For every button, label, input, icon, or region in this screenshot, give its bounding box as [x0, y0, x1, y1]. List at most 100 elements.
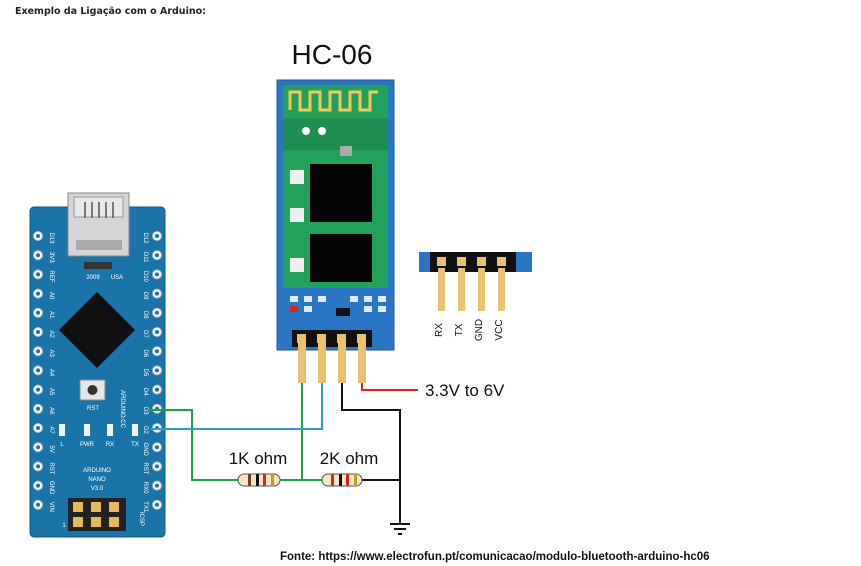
right-pin-label: RX0 [142, 482, 148, 494]
right-pin-label: D7 [142, 330, 148, 338]
left-pin-label: RST [48, 462, 54, 474]
left-pin-label: REF [48, 270, 54, 282]
right-pin-label: D10 [142, 271, 148, 283]
right-pin-hole-center [155, 234, 159, 238]
wire-red-vcc [361, 383, 418, 391]
pin-label-vcc: VCC [494, 319, 505, 340]
left-pin-hole-center [36, 483, 40, 488]
right-pin-hole-center [155, 310, 159, 315]
right-pin-hole-center [155, 464, 159, 469]
power-label: 3.3V to 6V [425, 381, 505, 400]
resistor-1k [237, 473, 281, 487]
right-pin-label: D2 [142, 426, 148, 434]
right-pin-hole-center [155, 387, 159, 392]
resistor-2k [321, 473, 363, 487]
module-header [292, 330, 372, 383]
caption: Exemplo da Ligação com o Arduino: [15, 6, 206, 17]
right-pin-hole-center [155, 502, 159, 507]
usb-label: USA [111, 275, 123, 281]
left-pin-label: A1 [48, 311, 54, 319]
wire-black-gnd [341, 383, 401, 524]
right-pin-hole-center [155, 291, 159, 296]
wire-green-d3 [150, 409, 238, 481]
left-pin-label: A3 [48, 350, 54, 358]
left-pin-label: A0 [48, 292, 54, 300]
right-pin-label: TX1 [142, 501, 148, 513]
onboard-leds [59, 424, 138, 436]
board-name-3: V3.0 [91, 486, 104, 492]
right-pin-label: D9 [142, 292, 148, 300]
icsp-label: ICSP [138, 512, 144, 526]
flash-chip [310, 234, 372, 282]
right-pin-label: D5 [142, 369, 148, 377]
right-pin-hole-center [155, 330, 159, 334]
right-pin-hole-center [155, 253, 159, 258]
left-pin-label: A4 [48, 369, 54, 377]
arduino-nano-board: 2009 USA RST ARDUINO.CC ARDUINO NANO V3.… [29, 192, 166, 538]
left-pin-hole-center [36, 330, 40, 334]
microcontroller-chip [59, 292, 135, 368]
left-pin-hole-center [36, 445, 40, 450]
led-l-label: L [60, 442, 64, 448]
left-pin-label: D13 [48, 232, 54, 244]
right-pin-label: D11 [142, 252, 148, 263]
left-pin-hole-center [36, 426, 40, 430]
led-pwr-label: PWR [80, 442, 95, 448]
left-pin-hole-center [36, 349, 40, 354]
right-pin-label: D8 [142, 311, 148, 319]
right-pin-label: D6 [142, 349, 148, 357]
year-label: 2009 [86, 275, 100, 281]
left-pin-hole-center [36, 464, 40, 469]
wire-cyan-d2 [150, 383, 323, 430]
left-pin-label: 3V3 [48, 252, 54, 263]
led-tx-label: TX [131, 442, 139, 448]
pin-label-rx: RX [434, 323, 445, 337]
left-pin-label: A6 [48, 407, 54, 415]
right-pin-label: RST [142, 462, 148, 474]
led-rx-label: RX [106, 442, 114, 448]
module-title: HC-06 [292, 39, 373, 70]
left-pin-label: A5 [48, 388, 54, 396]
left-pin-hole-center [36, 502, 40, 507]
usb-connector [67, 192, 130, 269]
left-pin-hole-center [36, 272, 40, 277]
resistor-1k-label: 1K ohm [229, 449, 288, 468]
antenna-trace [288, 90, 378, 112]
hc06-module [276, 79, 395, 383]
left-pin-label: A7 [48, 426, 54, 434]
left-pin-hole-center [36, 368, 40, 373]
module-pads [283, 292, 388, 332]
side-label: ARDUINO.CC [119, 390, 125, 429]
left-pin-hole-center [36, 406, 40, 411]
right-pin-hole-center [155, 445, 159, 450]
left-pin-label: VIN [48, 502, 54, 512]
left-pin-hole-center [36, 234, 40, 238]
left-pin-label: GND [48, 481, 54, 495]
source-credit: Fonte: https://www.electrofun.pt/comunic… [280, 551, 710, 563]
left-pin-hole-center [36, 387, 40, 392]
reset-label: RST [87, 406, 99, 412]
main-chip [310, 164, 372, 222]
pin-label-gnd: GND [474, 319, 485, 341]
pin-label-tx: TX [454, 323, 465, 336]
pin1-label: 1 [62, 523, 66, 529]
right-pin-hole-center [155, 483, 159, 488]
left-pin-hole-center [36, 310, 40, 315]
right-pin-label: GND [142, 443, 148, 457]
left-pin-hole-center [36, 253, 40, 258]
right-pin-hole-center [155, 349, 159, 354]
right-pin-label: D4 [142, 388, 148, 396]
pinout-header: RX TX GND VCC [419, 252, 532, 341]
icsp-header [68, 498, 126, 531]
right-pin-hole-center [155, 368, 159, 373]
right-pin-hole-center [155, 272, 159, 277]
ground-icon [390, 523, 410, 535]
right-pin-label: D3 [142, 407, 148, 415]
left-pin-hole-center [36, 291, 40, 296]
board-name-2: NANO [88, 477, 106, 483]
reset-button[interactable] [79, 379, 106, 401]
resistor-2k-label: 2K ohm [320, 449, 379, 468]
right-pin-label: D12 [142, 232, 148, 244]
board-name-1: ARDUINO [83, 468, 111, 474]
